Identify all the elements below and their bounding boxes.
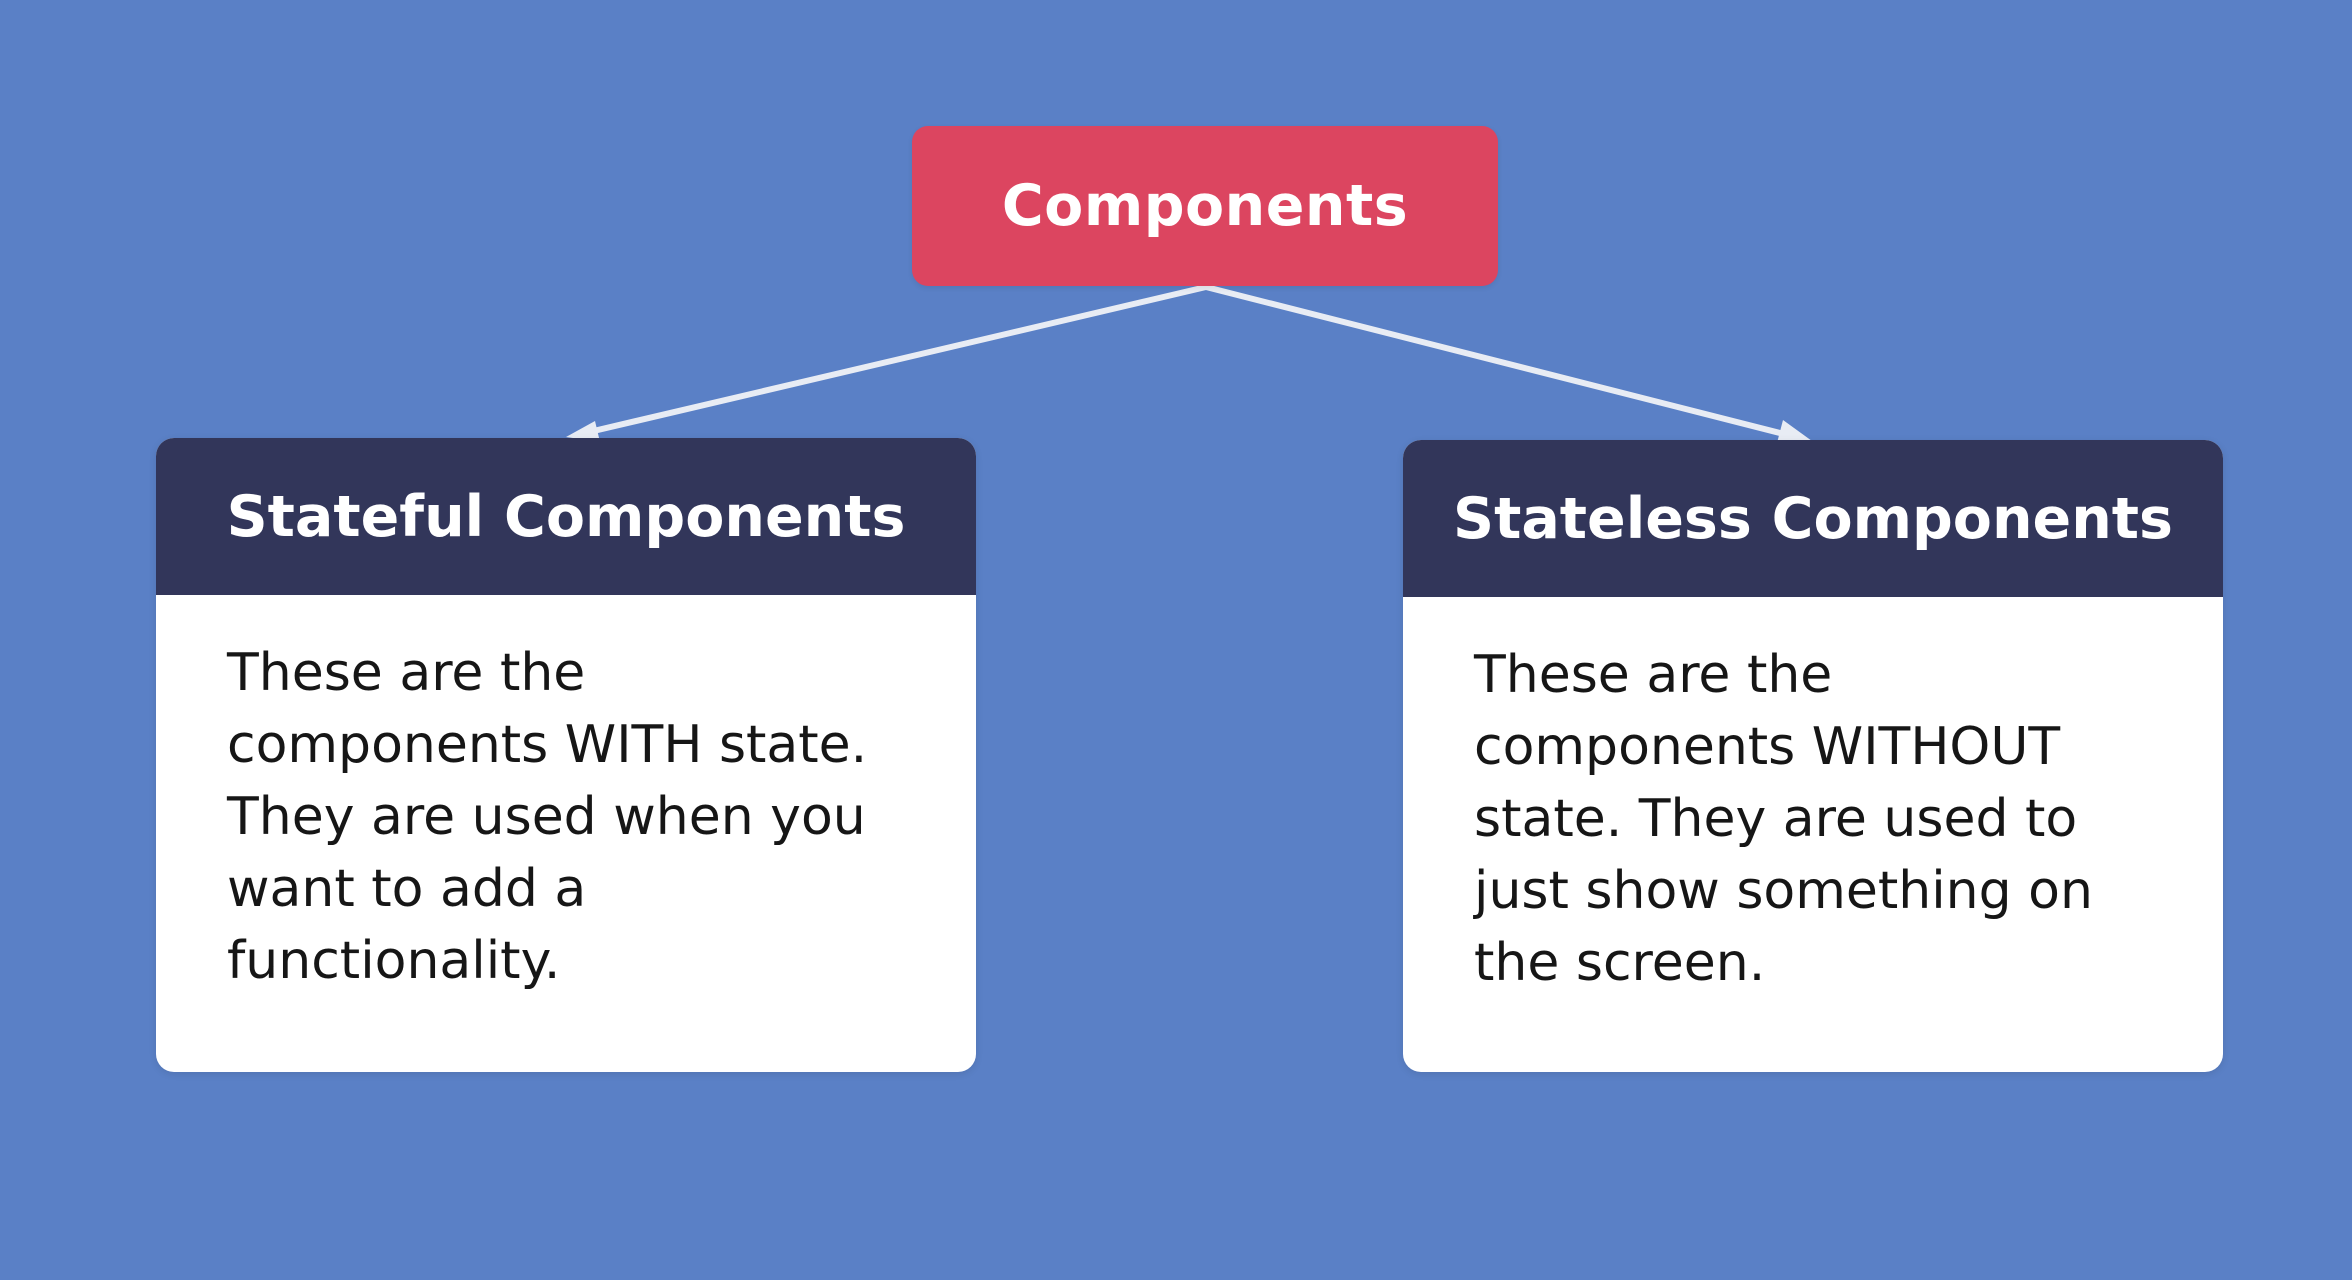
- stateless-card-header: Stateless Components: [1403, 440, 2223, 597]
- description-line: These are the: [227, 643, 586, 703]
- stateless-card: Stateless Components These are the compo…: [1403, 440, 2223, 1072]
- connector-arrow-right: [1203, 284, 1783, 436]
- stateful-card: Stateful Components These are the compon…: [156, 438, 976, 1072]
- description-line: components WITH state.: [227, 715, 868, 775]
- stateless-card-description: These are the components WITHOUT state. …: [1403, 597, 2223, 999]
- description-line: They are used when you: [227, 787, 866, 847]
- stateful-card-header: Stateful Components: [156, 438, 976, 595]
- stateful-card-description: These are the components WITH state. The…: [156, 595, 976, 997]
- description-line: These are the: [1474, 645, 1833, 705]
- description-line: state. They are used to: [1474, 789, 2078, 849]
- description-line: functionality.: [227, 931, 561, 991]
- root-node: Components: [912, 126, 1498, 286]
- connector-arrow-left: [582, 284, 1209, 436]
- stateless-card-title: Stateless Components: [1453, 485, 2173, 552]
- description-line: just show something on: [1474, 861, 2093, 921]
- stateful-card-title: Stateful Components: [226, 483, 906, 550]
- root-node-label: Components: [1001, 173, 1409, 239]
- description-line: the screen.: [1474, 933, 1766, 993]
- description-line: components WITHOUT: [1474, 717, 2061, 777]
- description-line: want to add a: [227, 859, 587, 919]
